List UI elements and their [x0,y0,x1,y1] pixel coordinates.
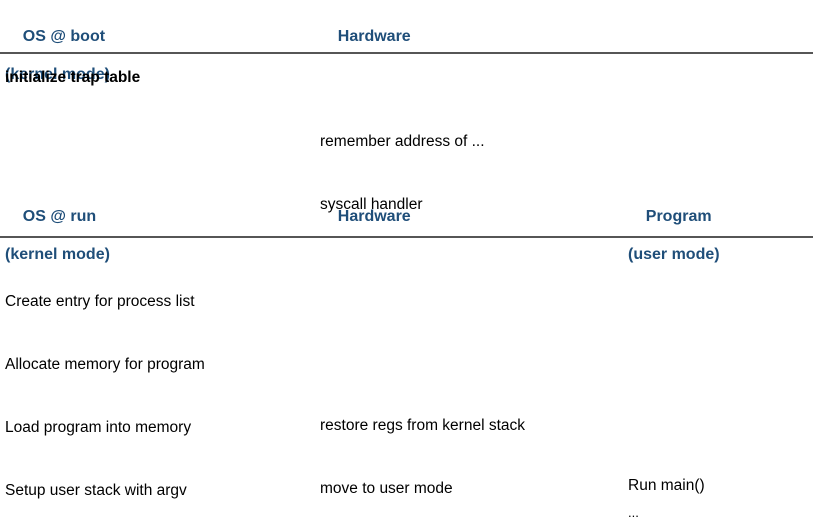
section-run-header-os: OS @ run (kernel mode) [5,188,110,302]
section-run-header-os-line1: OS @ run [22,208,97,225]
section-run-program-line-run-main: Run main() [628,477,705,494]
section-run-os-line-3: Load program into memory [5,419,192,436]
section-boot-header-os: OS @ boot (kernel mode) [5,8,110,122]
section-boot-header-hardware: Hardware [320,8,411,65]
section-run-os-line-4: Setup user stack with argv [5,482,187,499]
section-run-os-lines: Create entry for process list Allocate m… [5,249,205,527]
section-run-program-lines: Run main() [628,433,705,527]
section-run-hardware-line-1: restore regs from kernel stack [320,417,526,434]
section-boot-header-os-line2: (kernel mode) [5,66,110,83]
section-run-header-program-line1: Program [645,208,712,225]
section-run-header-os-line2: (kernel mode) [5,246,110,263]
section-run-header-hardware-line1: Hardware [337,208,411,225]
section-boot-header-os-line1: OS @ boot [22,28,106,45]
section-run-header-program: Program (user mode) [628,188,720,302]
section-boot-header-hardware-line1: Hardware [337,28,411,45]
section-run-program-tail: ... Call system trap into OS [628,462,713,527]
section-run-hardware-lines: restore regs from kernel stack move to u… [320,373,525,527]
section-boot-hardware-lines: remember address of ... syscall handler [320,89,485,257]
section-boot-hardware-line-1: remember address of ... [320,133,485,150]
section-run-header-program-line2: (user mode) [628,246,720,263]
section-run-program-ellipsis: ... [628,505,639,520]
section-run-divider [0,236,813,238]
section-run-os-line-1: Create entry for process list [5,293,195,310]
section-run-hardware-line-2: move to user mode [320,480,453,497]
section-run-os-line-2: Allocate memory for program [5,356,205,373]
section-boot-divider [0,52,813,54]
section-boot-hardware-line-2: syscall handler [320,196,423,213]
section-boot-os-statement: initialize trap table [5,69,141,86]
section-run-header-hardware: Hardware [320,188,411,245]
